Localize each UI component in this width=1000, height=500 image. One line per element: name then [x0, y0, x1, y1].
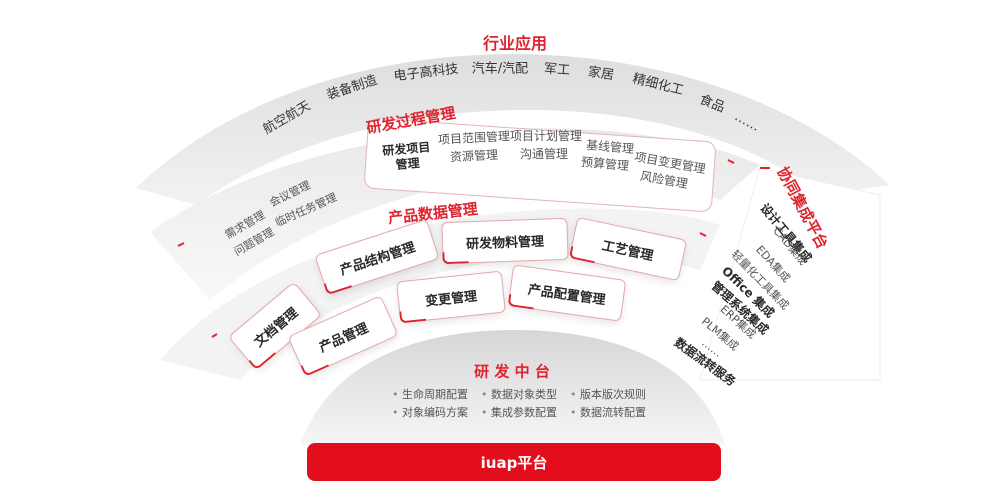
- industry-item: 军工: [543, 61, 571, 79]
- process-frame: [364, 118, 716, 212]
- rd-project-management: 研发项目 管理: [381, 139, 431, 172]
- rd-center-item: 版本版次规则: [570, 389, 646, 400]
- rd-center-item: 对象编码方案: [392, 407, 468, 418]
- process-item: 项目范围管理: [437, 129, 511, 147]
- collab-panel: [699, 167, 881, 381]
- rd-center-item: 生命周期配置: [392, 389, 468, 400]
- rd-center-title: 研 发 中 台: [474, 362, 550, 381]
- industry-item: 家居: [587, 64, 615, 84]
- industry-item: 汽车/汽配: [471, 61, 529, 77]
- industry-band: [136, 54, 890, 205]
- iuap-platform-bar: iuap平台: [307, 443, 721, 481]
- industry-title: 行业应用: [482, 34, 548, 53]
- process-item: 项目计划管理: [509, 129, 583, 143]
- rd-center-item: 数据对象类型: [481, 389, 557, 400]
- rd-center-item: 集成参数配置: [481, 407, 557, 418]
- process-item: 资源管理: [449, 147, 499, 165]
- pdm-module: 研发物料管理: [441, 217, 569, 265]
- rd-center-item: 数据流转配置: [570, 407, 646, 418]
- process-item: 沟通管理: [519, 147, 569, 161]
